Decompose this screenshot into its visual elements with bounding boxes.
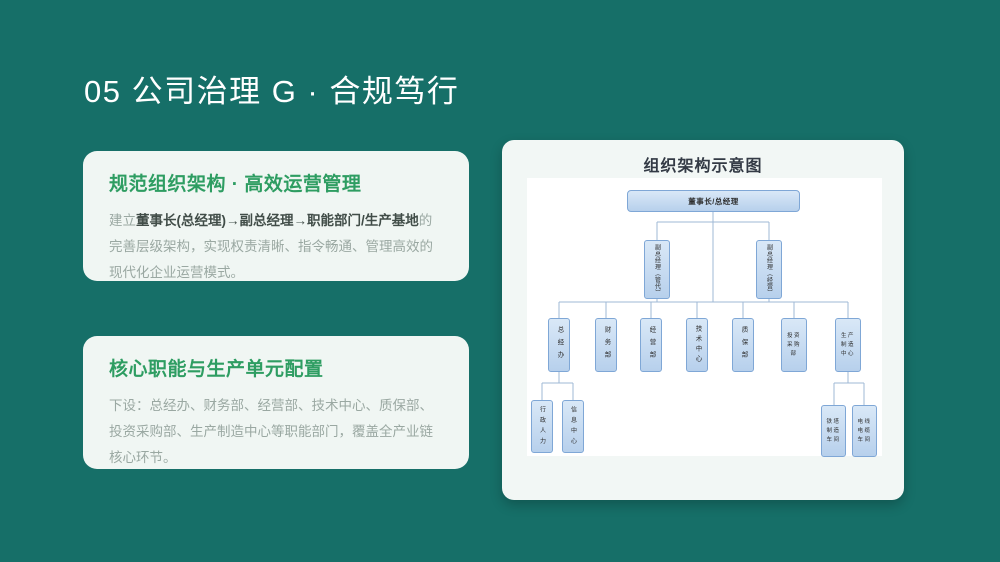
org-node-finance: 财务部 (595, 318, 617, 372)
org-node-chairman: 董事长/总经理 (627, 190, 800, 212)
card-body: 下设：总经办、财务部、经营部、技术中心、质保部、投资采购部、生产制造中心等职能部… (109, 398, 433, 465)
org-node-cable-workshop: 电线 电缆 车间 (852, 405, 877, 457)
org-chart-title: 组织架构示意图 (643, 158, 763, 175)
card-title: 核心职能与生产单元配置 (109, 359, 324, 380)
org-node-quality-assurance: 质保部 (732, 318, 754, 372)
org-node-production-center: 生产 制造 中心 (835, 318, 861, 372)
org-node-general-office: 总经办 (548, 318, 570, 372)
org-node-tower-workshop: 铁塔 制造 车间 (821, 405, 846, 457)
card-title: 规范组织架构 · 高效运营管理 (109, 174, 362, 195)
card-org-structure: 规范组织架构 · 高效运营管理 建立董事长(总经理)→副总经理→职能部门/生产基… (83, 151, 469, 281)
org-node-investment-procurement: 投资 采购 部 (781, 318, 807, 372)
org-node-technology-center: 技术中心 (686, 318, 708, 372)
org-node-vp-left: 副总经理（管代） (644, 240, 670, 299)
card-body: 建立董事长(总经理)→副总经理→职能部门/生产基地的完善层级架构，实现权责清晰、… (109, 208, 443, 286)
org-chart-panel: 组织架构示意图 董事长/总经理 副总经理（管代） 副总经理（经营） 总经办 财务… (502, 140, 904, 500)
page-title: 05 公司治理 G · 合规笃行 (84, 74, 460, 109)
card-body-suffix: 的完善层级架构，实现权责清晰、指令畅通、管理高效的现代化企业运营模式。 (109, 213, 433, 280)
org-chart-connectors (541, 212, 865, 405)
card-body-bold: 董事长(总经理)→副总经理→职能部门/生产基地 (136, 213, 419, 228)
org-chart-canvas: 董事长/总经理 副总经理（管代） 副总经理（经营） 总经办 财务部 经营部 技术… (527, 178, 882, 457)
card-core-functions: 核心职能与生产单元配置 下设：总经办、财务部、经营部、技术中心、质保部、投资采购… (83, 336, 469, 469)
org-node-vp-right: 副总经理（经营） (756, 240, 782, 299)
org-node-info-center: 信息中心 (562, 400, 584, 453)
org-node-admin-hr: 行政人力 (531, 400, 553, 453)
card-body-prefix: 建立 (109, 213, 136, 228)
org-node-operations: 经营部 (640, 318, 662, 372)
